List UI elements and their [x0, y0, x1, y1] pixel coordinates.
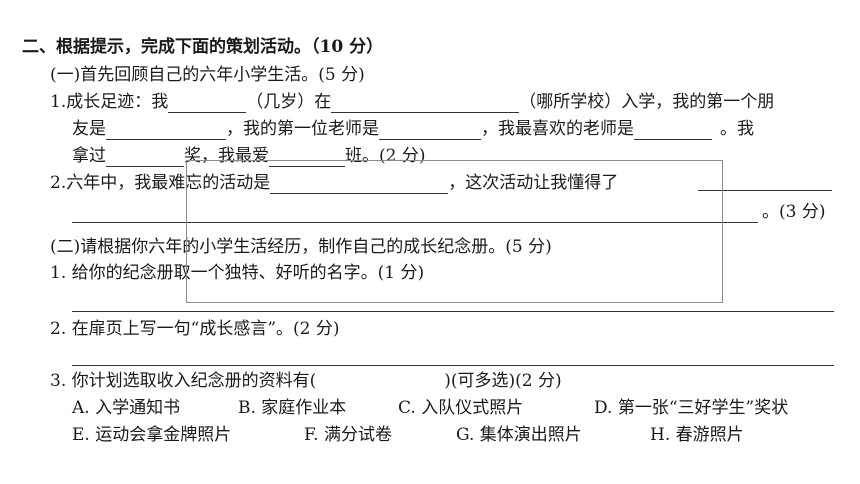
option-a: A. 入学通知书 [72, 398, 181, 418]
q1-text-c: （哪所学校）入学，我的第一个朋 [519, 92, 775, 112]
q2-line1: 2.六年中，我最难忘的活动是 ，这次活动让我懂得了 [50, 172, 618, 194]
option-g: G. 集体演出照片 [456, 425, 582, 445]
q2-end: 。(3 分) [762, 202, 826, 222]
q1-text-j: 班。(2 分) [345, 146, 426, 166]
selection-rectangle [186, 160, 723, 303]
p2-q2: 2. 在扉页上写一句“成长感言”。(2 分) [50, 319, 340, 339]
p2-q3: 3. 你计划选取收入纪念册的资料有( )(可多选)(2 分) [50, 370, 562, 392]
option-h: H. 春游照片 [650, 425, 744, 445]
first-teacher-blank[interactable] [379, 121, 481, 140]
q1-text-d: 友是 [72, 119, 106, 139]
q1-text-a: 成长足迹：我 [66, 92, 169, 112]
favorite-teacher-blank[interactable] [634, 121, 712, 140]
q1-line2: 友是 ，我的第一位老师是 ，我最喜欢的老师是 。我 [72, 118, 754, 140]
q1-line3: 拿过 奖，我最爱 班。(2 分) [72, 145, 425, 167]
q1-number: 1. [50, 92, 67, 112]
option-d: D. 第一张“三好学生”奖状 [594, 398, 789, 418]
part1-heading: (一)首先回顾自己的六年小学生活。(5 分) [50, 65, 365, 85]
q1-text-g: 。我 [720, 119, 754, 139]
memorable-activity-blank[interactable] [270, 175, 449, 194]
name-answer-line[interactable] [72, 311, 834, 312]
p2-q3-text-a: 3. 你计划选取收入纪念册的资料有( [50, 371, 317, 391]
age-blank[interactable] [168, 94, 247, 113]
option-b: B. 家庭作业本 [238, 398, 347, 418]
option-f: F. 满分试卷 [304, 425, 392, 445]
school-blank[interactable] [331, 94, 520, 113]
p2-q1: 1. 给你的纪念册取一个独特、好听的名字。(1 分) [50, 263, 425, 283]
favorite-class-blank[interactable] [269, 148, 345, 167]
q1-text-f: ，我最喜欢的老师是 [481, 119, 634, 139]
option-c: C. 入队仪式照片 [398, 398, 524, 418]
q1-text-e: ，我的第一位老师是 [226, 119, 379, 139]
q2-answer-line-1[interactable] [698, 190, 832, 191]
q2-number: 2. [50, 173, 67, 193]
q1-text-i: 奖，我最爱 [184, 146, 269, 166]
q1-line1: 1.成长足迹：我 （几岁）在 （哪所学校）入学，我的第一个朋 [50, 91, 774, 113]
motto-answer-line[interactable] [72, 365, 834, 366]
option-e: E. 运动会拿金牌照片 [72, 425, 232, 445]
award-blank[interactable] [106, 148, 184, 167]
first-friend-blank[interactable] [106, 121, 226, 140]
q2-text-b: ，这次活动让我懂得了 [448, 173, 619, 193]
part2-heading: (二)请根据你六年的小学生活经历，制作自己的成长纪念册。(5 分) [50, 237, 552, 257]
q2-text-a: 六年中，我最难忘的活动是 [66, 173, 271, 193]
q1-text-h: 拿过 [72, 146, 106, 166]
p2-q3-text-b: )(可多选)(2 分) [444, 371, 562, 391]
q1-text-b: （几岁）在 [246, 92, 332, 112]
section-title: 二、根据提示，完成下面的策划活动。（10 分） [22, 37, 384, 57]
q2-answer-line-2[interactable] [72, 222, 758, 223]
